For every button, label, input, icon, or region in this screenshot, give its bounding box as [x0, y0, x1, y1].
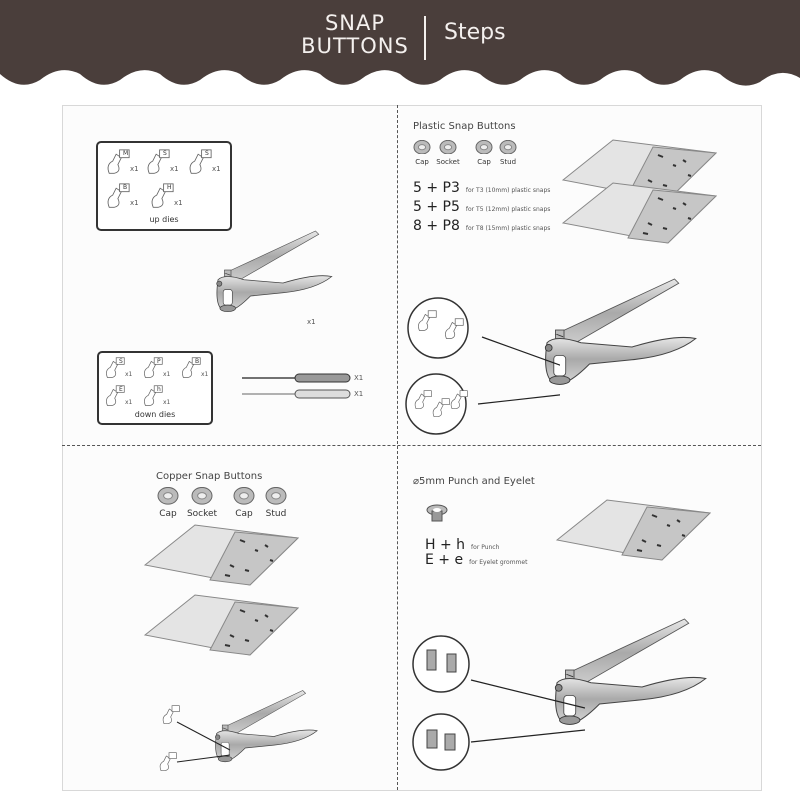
- die-tag: P: [157, 358, 161, 365]
- part-label: Socket: [436, 158, 460, 166]
- plastic-part: Cap: [402, 139, 442, 166]
- die-qty: x1: [125, 399, 133, 406]
- vertical-dashed-divider: [397, 105, 398, 790]
- die-tag: S: [205, 150, 209, 157]
- pliers-qty: x1: [307, 318, 316, 326]
- die-tag: h: [157, 386, 161, 393]
- fabric-illustration: [144, 524, 299, 586]
- horizontal-dashed-divider: [62, 445, 761, 446]
- plastic-combo-row: 5 + P3 for T3 (10mm) plastic snaps: [413, 177, 550, 196]
- die-callouts: [159, 705, 231, 772]
- fabric-illustration: [562, 182, 717, 244]
- combo-description: for Eyelet grommet: [469, 559, 528, 566]
- die-qty: x1: [212, 165, 221, 173]
- die-qty: x1: [201, 371, 209, 378]
- die-qty: x1: [130, 165, 139, 173]
- part-label: Stud: [265, 508, 287, 519]
- die-qty: x1: [163, 399, 171, 406]
- plastic-combo-row: 5 + P5 for T5 (12mm) plastic snaps: [413, 196, 550, 215]
- fabric-illustration: [556, 499, 711, 561]
- part-label: Cap: [159, 508, 177, 519]
- up-dies-label: up dies: [149, 215, 179, 224]
- part-label: Cap: [477, 158, 491, 166]
- header-banner: SNAP BUTTONS Steps: [0, 0, 800, 90]
- eyelet-combo-row: H + h for Punch: [425, 534, 499, 553]
- die-tag: B: [195, 358, 200, 365]
- eyelet-section-title: ⌀5mm Punch and Eyelet: [413, 476, 535, 487]
- fabric-illustration: [144, 594, 299, 656]
- die-qty: x1: [170, 165, 179, 173]
- part-label: Stud: [499, 158, 517, 166]
- title-divider: [424, 16, 426, 60]
- eyelet-combo-row: E + e for Eyelet grommet: [425, 549, 527, 568]
- copper-part: Cap: [224, 486, 264, 519]
- plastic-part: Cap: [464, 139, 504, 166]
- die-tag: E: [119, 386, 123, 393]
- screwdriver-qty: X1: [354, 374, 364, 382]
- copper-section-title: Copper Snap Buttons: [156, 471, 263, 482]
- die-tag: S: [163, 150, 167, 157]
- combo-code: 8 + P8: [413, 218, 460, 234]
- plastic-section-title: Plastic Snap Buttons: [413, 121, 516, 132]
- down-dies-label: down dies: [134, 410, 176, 419]
- page-subtitle: Steps: [444, 20, 506, 45]
- screwdriver-and-awl: [242, 373, 351, 399]
- combo-description: for Punch: [471, 544, 500, 551]
- die-tag: M: [123, 150, 129, 157]
- copper-part: Stud: [256, 486, 296, 519]
- part-label: Cap: [235, 508, 253, 519]
- awl-icon: [294, 389, 351, 399]
- die-qty: x1: [174, 199, 183, 207]
- combo-description: for T8 (15mm) plastic snaps: [465, 225, 551, 232]
- eyelet-icon: [426, 504, 448, 522]
- combo-code: H + h: [425, 537, 466, 553]
- combo-code: 5 + P5: [413, 199, 460, 215]
- copper-part: Cap: [148, 486, 188, 519]
- title-line-1: SNAP: [324, 11, 386, 35]
- copper-part: Socket: [182, 486, 222, 519]
- part-label: Socket: [186, 508, 218, 519]
- pliers-illustration: [216, 230, 333, 313]
- page-title: SNAP BUTTONS: [290, 12, 420, 58]
- awl-qty: X1: [354, 390, 364, 398]
- combo-description: for T5 (12mm) plastic snaps: [465, 206, 551, 213]
- plastic-part: Socket: [428, 139, 468, 166]
- die-qty: x1: [125, 371, 133, 378]
- plastic-part: Stud: [488, 139, 528, 166]
- combo-description: for T3 (10mm) plastic snaps: [465, 187, 551, 194]
- combo-code: 5 + P3: [413, 180, 460, 196]
- die-tag: B: [123, 184, 128, 191]
- plastic-combo-row: 8 + P8 for T8 (15mm) plastic snaps: [413, 215, 550, 234]
- die-qty: x1: [163, 371, 171, 378]
- wavy-banner-background: [0, 0, 800, 86]
- part-label: Cap: [415, 158, 429, 166]
- die-qty: x1: [130, 199, 139, 207]
- combo-code: E + e: [425, 552, 464, 568]
- title-line-2: BUTTONS: [301, 34, 409, 58]
- die-tag: S: [119, 358, 123, 365]
- die-callouts: [412, 635, 585, 771]
- die-tag: H: [167, 184, 172, 191]
- die-callouts: [405, 297, 560, 435]
